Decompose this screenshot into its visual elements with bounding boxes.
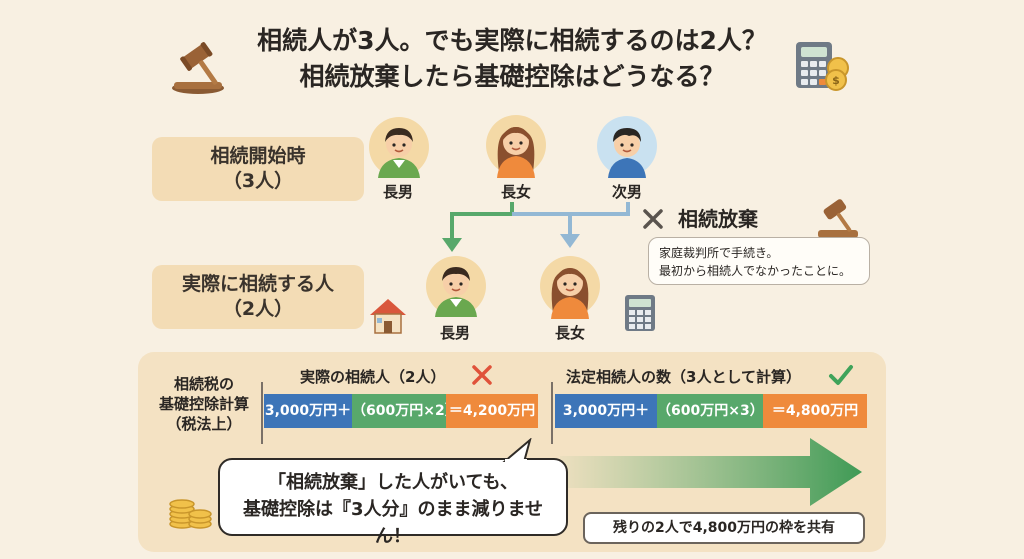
svg-text:$: $ [832, 74, 840, 87]
result-arrow [560, 438, 862, 506]
house-icon [370, 299, 406, 334]
right-calc-title: 法定相続人の数（3人として計算） [566, 368, 801, 386]
actual-band: 実際に相続する人 （2人） [152, 265, 364, 329]
inheritance-flow-arrows [442, 202, 630, 252]
wrong-segment-base: 3,000万円＋ [264, 394, 352, 428]
renounce-label: 相続放棄 [678, 207, 758, 231]
calc-side-line2: 基礎控除計算 [158, 395, 249, 413]
gavel-icon [818, 199, 858, 238]
coins-icon [169, 499, 212, 529]
callout-pointer [502, 438, 532, 462]
second-son-avatar [597, 116, 657, 178]
key-point-callout: 「相続放棄」した人がいても、 基礎控除は『3人分』のまま減りません！ [218, 458, 568, 547]
eldest-son-avatar [426, 256, 486, 317]
callout-line2: 基礎控除は『3人分』のまま減りません！ [243, 499, 543, 547]
actual-person-label: 長男 [439, 324, 470, 342]
wrong-segment-total: ＝4,200万円 [446, 394, 538, 428]
eldest-daughter-avatar [486, 115, 546, 178]
wrong-calc-title: 実際の相続人（2人） [300, 368, 446, 386]
calculator-icon [625, 295, 655, 331]
renounce-note-bubble: 家庭裁判所で手続き。 最初から相続人でなかったことに。 [648, 237, 870, 285]
page-title-line1: 相続人が3人。でも実際に相続するのは2人？ [257, 26, 767, 55]
check-icon [829, 365, 853, 385]
start-person-label: 長女 [500, 183, 531, 201]
eldest-son-avatar [369, 117, 429, 178]
start-label-line1: 相続開始時 [210, 145, 306, 167]
actual-label-line1: 実際に相続する人 [181, 273, 334, 295]
actual-label-line2: （2人） [222, 298, 294, 320]
divider [261, 382, 263, 444]
page-title-line2: 相続放棄したら基礎控除はどうなる？ [299, 62, 725, 91]
gavel-icon [172, 42, 224, 94]
right-segment-base: 3,000万円＋ [555, 394, 657, 428]
calc-side-label: 相続税の 基礎控除計算 （税法上） [148, 374, 260, 434]
start-person-label: 長男 [382, 183, 413, 201]
start-person-label: 次男 [611, 183, 642, 201]
right-segment-total: ＝4,800万円 [763, 394, 867, 428]
calculator-coins-icon: $ [796, 42, 849, 91]
eldest-daughter-avatar [540, 256, 600, 319]
right-segment-add: （600万円×3） [657, 394, 764, 428]
calc-side-line3: （税法上） [166, 415, 242, 433]
calc-side-line1: 相続税の [173, 375, 234, 393]
share-note: 残りの2人で4,800万円の枠を共有 [583, 512, 865, 544]
start-band: 相続開始時 （3人） [152, 137, 364, 201]
wrong-cross-icon [472, 365, 492, 385]
renounce-note-line1: 家庭裁判所で手続き。 [659, 246, 779, 260]
actual-person-label: 長女 [554, 324, 585, 342]
start-label-line2: （3人） [222, 170, 294, 192]
divider [551, 382, 553, 444]
wrong-segment-add: （600万円×2） [352, 394, 459, 428]
cross-icon [643, 209, 663, 229]
callout-line1: 「相続放棄」した人がいても、 [267, 472, 519, 493]
renounce-note-line2: 最初から相続人でなかったことに。 [659, 264, 852, 278]
